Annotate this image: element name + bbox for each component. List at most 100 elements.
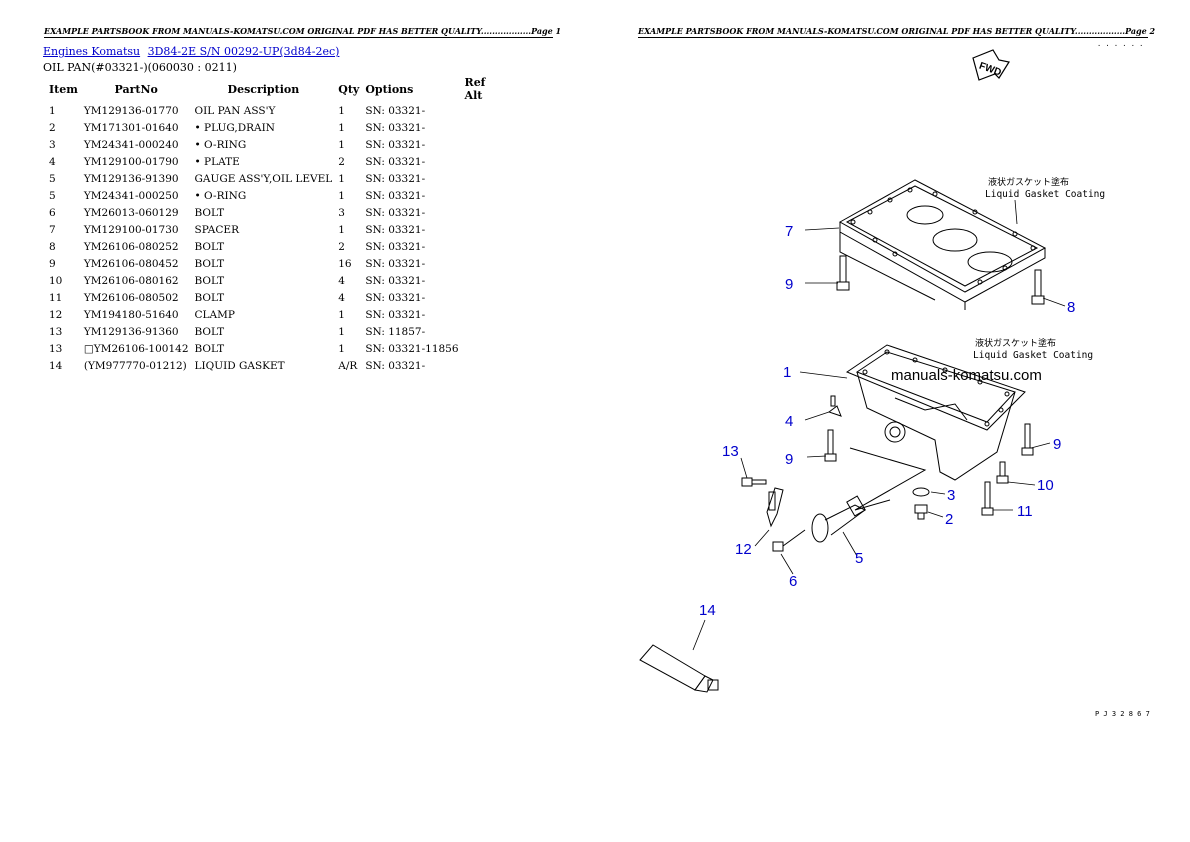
- cell-description: • PLATE: [194, 155, 240, 168]
- cell-options: SN: 03321-: [365, 359, 426, 372]
- cell-refalt: [462, 340, 508, 357]
- bolt-9-upper: [836, 255, 850, 291]
- cell-description: BOLT: [194, 342, 225, 355]
- cell-options: SN: 03321-: [365, 257, 426, 270]
- cell-description: LIQUID GASKET: [194, 359, 285, 372]
- cell-qty: 1: [338, 189, 345, 202]
- cell-refalt: [462, 170, 508, 187]
- cell-partno: YM26106-080502: [83, 291, 179, 304]
- callout-8: 8: [1067, 299, 1075, 316]
- cell-qty: 1: [338, 172, 345, 185]
- cell-partno: YM194180-51640: [83, 308, 179, 321]
- column-header-options: Options: [365, 82, 414, 96]
- cell-item: 11: [49, 291, 63, 304]
- cell-refalt: [462, 153, 508, 170]
- cell-description: GAUGE ASS'Y,OIL LEVEL: [194, 172, 333, 185]
- callout-6: 6: [789, 573, 797, 590]
- cell-partno: YM129136-91360: [83, 325, 179, 338]
- bolt-9-lower-left: [824, 429, 837, 462]
- cell-refalt: [462, 255, 508, 272]
- cell-item: 4: [49, 155, 56, 168]
- cell-qty: 2: [338, 240, 345, 253]
- cell-description: BOLT: [194, 291, 225, 304]
- cell-description: CLAMP: [194, 308, 235, 321]
- bolt-13: [741, 477, 767, 487]
- section-title: OIL PAN(#03321-)(060030 : 0211): [43, 61, 237, 74]
- callout-10: 10: [1037, 477, 1054, 494]
- cell-partno: YM26106-080162: [83, 274, 179, 287]
- callout-9-lower-left: 9: [785, 451, 793, 468]
- cell-options: SN: 03321-: [365, 104, 426, 117]
- cell-options: SN: 11857-: [365, 325, 426, 338]
- gasket-note-en-upper: Liquid Gasket Coating: [985, 189, 1105, 200]
- oil-level-gauge-5: [811, 447, 927, 543]
- column-header-qty: Qty: [338, 82, 360, 96]
- cell-qty: 16: [338, 257, 352, 270]
- cell-refalt: [462, 221, 508, 238]
- cell-options: SN: 03321-: [365, 189, 426, 202]
- cell-partno: YM26106-080252: [83, 240, 179, 253]
- oil-pan-exploded-diagram: · · · · · · FWD 液状ガスケット塗布 Liquid Gasket …: [639, 42, 1150, 718]
- cell-item: 10: [49, 274, 63, 287]
- cell-partno: YM129100-01730: [83, 223, 179, 236]
- callout-12: 12: [735, 541, 752, 558]
- callout-9-lower-right: 9: [1053, 436, 1061, 453]
- cell-description: BOLT: [194, 325, 225, 338]
- figure-code: P J 3 2 8 6 7: [1095, 710, 1150, 718]
- gasket-note-jp-upper: 液状ガスケット塗布: [988, 176, 1069, 188]
- cell-item: 5: [49, 189, 56, 202]
- cell-options: SN: 03321-: [365, 172, 426, 185]
- liquid-gasket-tube-14: [639, 644, 719, 693]
- cell-qty: 1: [338, 342, 345, 355]
- callout-4: 4: [785, 413, 793, 430]
- breadcrumb-link-model[interactable]: 3D84-2E S/N 00292-UP(3d84-2ec): [147, 45, 340, 58]
- cell-qty: 1: [338, 308, 345, 321]
- cell-qty: 4: [338, 274, 345, 287]
- cell-qty: 3: [338, 206, 345, 219]
- cell-item: 1: [49, 104, 56, 117]
- cell-qty: 1: [338, 121, 345, 134]
- cell-qty: A/R: [338, 359, 358, 372]
- cell-options: SN: 03321-: [365, 223, 426, 236]
- o-ring-3: [912, 487, 930, 497]
- parts-table: Item PartNo Description Qty Options Ref …: [43, 76, 508, 374]
- gasket-note-en-lower: Liquid Gasket Coating: [973, 350, 1093, 361]
- cell-item: 13: [49, 325, 63, 338]
- callout-13: 13: [722, 443, 739, 460]
- cell-refalt: [462, 357, 508, 374]
- cell-qty: 4: [338, 291, 345, 304]
- callout-5: 5: [855, 550, 863, 567]
- callout-1: 1: [783, 364, 791, 381]
- cell-refalt: [462, 306, 508, 323]
- table-header-row: Item PartNo Description Qty Options Ref …: [43, 76, 508, 102]
- cell-partno: YM129100-01790: [83, 155, 179, 168]
- bolt-10: [996, 461, 1009, 484]
- cell-options: SN: 03321-: [365, 138, 426, 151]
- cell-qty: 1: [338, 138, 345, 151]
- cell-partno: YM129136-01770: [83, 104, 179, 117]
- column-header-item: Item: [49, 82, 78, 96]
- cell-refalt: [462, 238, 508, 255]
- breadcrumb-link-engines[interactable]: Engines Komatsu: [43, 45, 141, 58]
- callout-3: 3: [947, 487, 955, 504]
- cell-partno: YM26106-080452: [83, 257, 179, 270]
- cell-item: 9: [49, 257, 56, 270]
- cell-refalt: [462, 289, 508, 306]
- watermark: manuals-komatsu.com: [891, 367, 1042, 384]
- cell-description: • O-RING: [194, 189, 247, 202]
- parts-list-page: EXAMPLE PARTSBOOK FROM MANUALS-KOMATSU.C…: [43, 26, 561, 374]
- cell-item: 13: [49, 342, 63, 355]
- cell-refalt: [462, 136, 508, 153]
- page-header: EXAMPLE PARTSBOOK FROM MANUALS-KOMATSU.C…: [638, 26, 1156, 38]
- oil-pan-drawing: [845, 344, 1026, 481]
- cell-refalt: [462, 102, 508, 119]
